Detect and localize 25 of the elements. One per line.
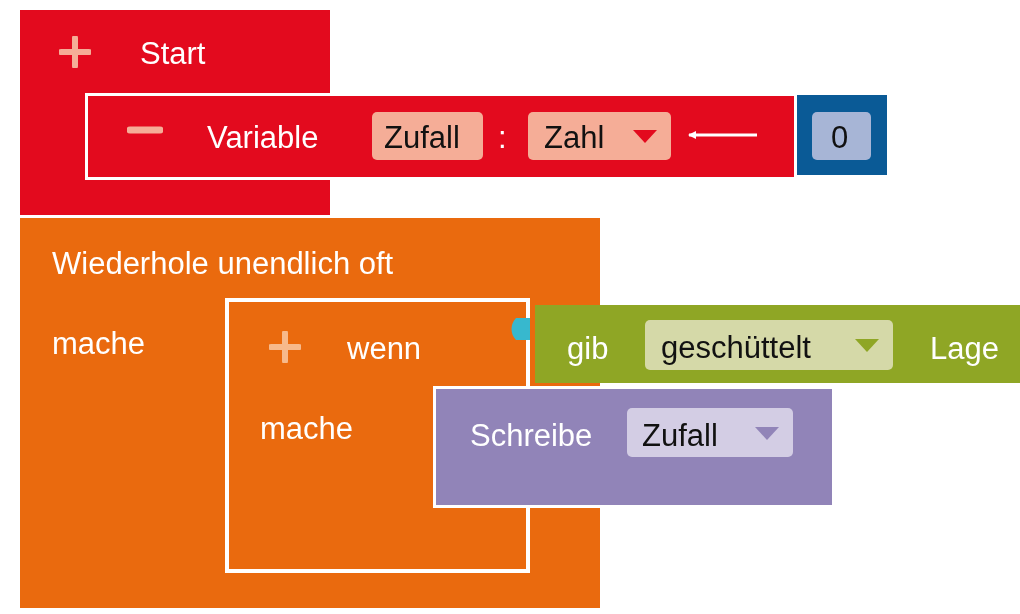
name-field	[372, 112, 483, 160]
block-label: Lage	[930, 333, 999, 364]
block-label: Variable	[207, 122, 319, 153]
write-block	[433, 386, 835, 508]
variable-block	[85, 93, 797, 180]
field-value: Zufall	[384, 122, 460, 153]
number-block	[797, 95, 887, 175]
field-value: Zahl	[544, 122, 605, 153]
block-label: mache	[260, 413, 354, 444]
block-label: Wiederhole unendlich oft	[52, 248, 394, 279]
block-label: wenn	[347, 333, 422, 364]
block-label: gib	[567, 333, 609, 364]
sensor-dropdown	[645, 320, 893, 370]
number-field	[812, 112, 871, 160]
variable-dropdown	[627, 408, 793, 457]
block-label: mache	[52, 328, 146, 359]
field-value: 0	[831, 122, 849, 153]
field-value: Zufall	[642, 420, 718, 451]
block-label: Schreibe	[470, 420, 593, 451]
sensor-block	[535, 305, 1020, 383]
type-dropdown	[528, 112, 671, 160]
field-value: geschüttelt	[661, 332, 811, 363]
block-label: :	[498, 122, 507, 153]
block-label: Start	[140, 38, 206, 69]
arrow	[688, 131, 757, 139]
